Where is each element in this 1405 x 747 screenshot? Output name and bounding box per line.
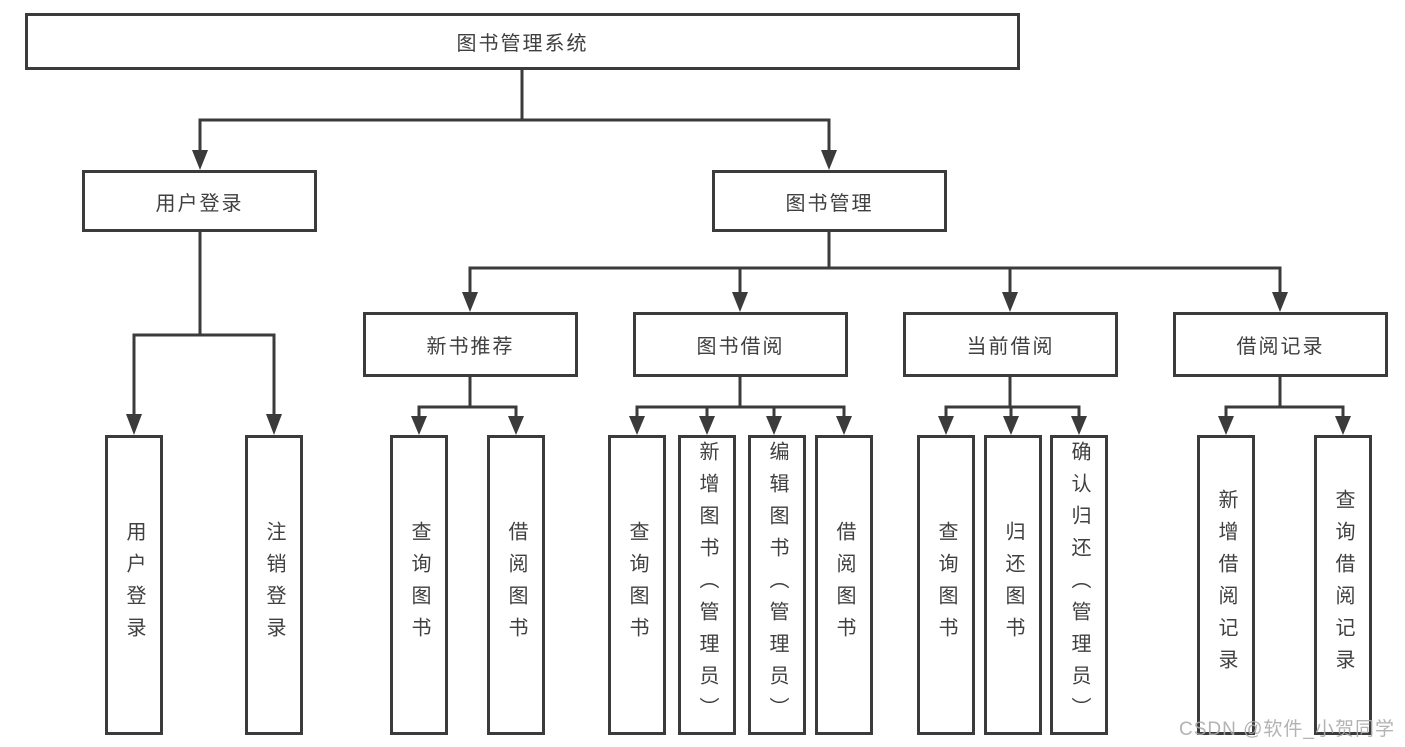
csdn-watermark: CSDN @软件_小贺同学 <box>1179 719 1395 740</box>
node-label: 图书借阅 <box>696 336 785 358</box>
leaf-label: 借阅图书 <box>505 521 527 649</box>
leaf-logout: 注销登录 <box>245 435 303 735</box>
leaf-query-borrow-record: 查询借阅记录 <box>1314 435 1372 735</box>
leaf-label: 查询图书 <box>408 521 430 649</box>
node-new-book-recommendation: 新书推荐 <box>363 312 578 377</box>
leaf-label: 注销登录 <box>263 521 285 649</box>
leaf-borrow-book: 借阅图书 <box>487 435 545 735</box>
leaf-label: 查询图书 <box>626 521 648 649</box>
node-label: 图书管理系统 <box>456 33 589 55</box>
connector-segments <box>132 68 1345 421</box>
node-label: 图书管理 <box>785 192 874 215</box>
leaf-label: 确认归还（管理员） <box>1068 441 1090 729</box>
leaf-edit-book-admin: 编辑图书（管理员） <box>748 435 806 735</box>
arrowheads <box>126 150 1351 435</box>
leaf-user-login: 用户登录 <box>105 435 163 735</box>
leaf-label: 查询借阅记录 <box>1332 489 1354 681</box>
leaf-label: 编辑图书（管理员） <box>766 441 788 729</box>
leaf-label: 查询图书 <box>935 521 957 649</box>
leaf-label: 新增图书（管理员） <box>696 441 718 729</box>
node-library-management-system: 图书管理系统 <box>25 13 1020 70</box>
leaf-confirm-return-admin: 确认归还（管理员） <box>1050 435 1108 735</box>
leaf-query-book: 查询图书 <box>917 435 975 735</box>
node-label: 当前借阅 <box>966 336 1055 358</box>
leaf-query-book: 查询图书 <box>390 435 448 735</box>
node-current-borrowing: 当前借阅 <box>903 312 1118 377</box>
node-user-login: 用户登录 <box>82 170 317 232</box>
node-label: 用户登录 <box>155 192 244 215</box>
leaf-label: 新增借阅记录 <box>1215 489 1237 681</box>
leaf-query-book: 查询图书 <box>608 435 666 735</box>
leaf-label: 借阅图书 <box>833 521 855 649</box>
leaf-add-borrow-record: 新增借阅记录 <box>1197 435 1255 735</box>
node-borrowing-records: 借阅记录 <box>1173 312 1388 377</box>
leaf-add-book-admin: 新增图书（管理员） <box>678 435 736 735</box>
node-book-management: 图书管理 <box>712 170 947 232</box>
node-label: 新书推荐 <box>426 336 515 358</box>
node-book-borrowing: 图书借阅 <box>633 312 848 377</box>
leaf-return-book: 归还图书 <box>984 435 1042 735</box>
leaf-borrow-book: 借阅图书 <box>815 435 873 735</box>
leaf-label: 用户登录 <box>123 521 145 649</box>
node-label: 借阅记录 <box>1236 336 1325 358</box>
leaf-label: 归还图书 <box>1002 521 1024 649</box>
